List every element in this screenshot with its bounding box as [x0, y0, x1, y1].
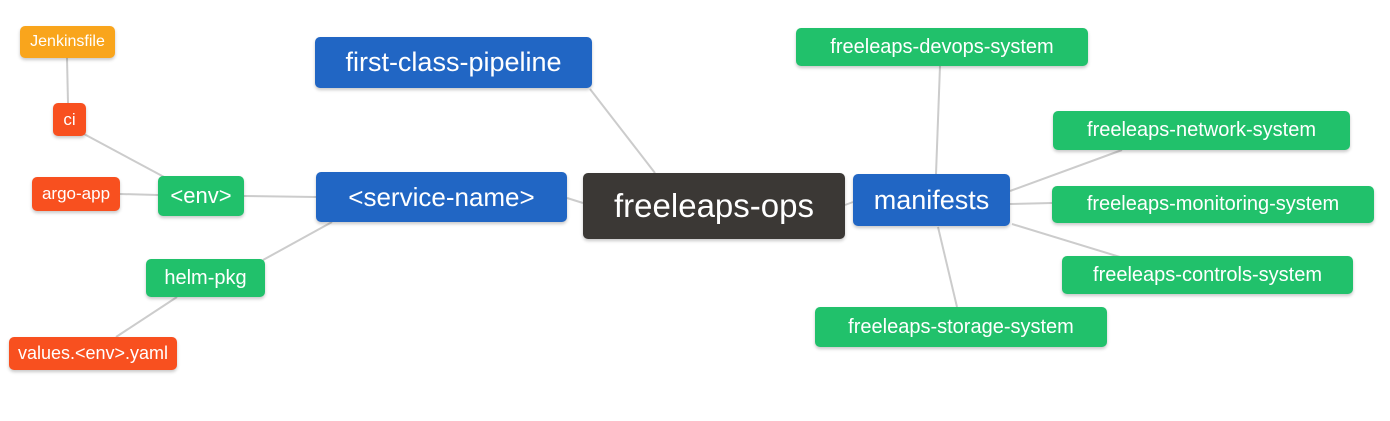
node-label: manifests [873, 184, 990, 215]
node-service-name[interactable]: <service-name> [316, 172, 567, 222]
node-freeleaps-controls-system[interactable]: freeleaps-controls-system [1062, 256, 1353, 294]
edge-manifests-to-freeleaps-controls-system [1011, 223, 1121, 258]
node-label: freeleaps-devops-system [830, 35, 1054, 58]
node-label: argo-app [41, 184, 111, 203]
edge-ci-to-env [83, 133, 167, 179]
node-freeleaps-devops-system[interactable]: freeleaps-devops-system [796, 28, 1088, 66]
edge-manifests-to-freeleaps-storage-system [937, 226, 958, 308]
edge-manifests-to-freeleaps-devops-system [935, 65, 941, 175]
edge-env-to-service-name [243, 195, 317, 198]
edge-service-name-to-freeleaps-ops [566, 197, 584, 204]
node-label: <env> [170, 183, 232, 208]
node-label: first-class-pipeline [345, 47, 562, 77]
edge-manifests-to-freeleaps-monitoring-system [1009, 202, 1053, 205]
node-label: ci [63, 109, 76, 129]
node-env[interactable]: <env> [158, 176, 244, 216]
node-label: freeleaps-network-system [1087, 119, 1316, 141]
node-manifests[interactable]: manifests [853, 174, 1010, 226]
node-label: Jenkinsfile [30, 33, 105, 50]
node-label: freeleaps-storage-system [848, 315, 1074, 338]
node-label: values.<env>.yaml [17, 343, 169, 363]
node-ci[interactable]: ci [53, 103, 86, 136]
node-jenkinsfile[interactable]: Jenkinsfile [20, 26, 115, 58]
node-values-env-yaml[interactable]: values.<env>.yaml [9, 337, 177, 370]
node-freeleaps-monitoring-system[interactable]: freeleaps-monitoring-system [1052, 186, 1374, 223]
node-freeleaps-ops[interactable]: freeleaps-ops [583, 173, 845, 239]
node-first-class-pipeline[interactable]: first-class-pipeline [315, 37, 592, 88]
node-label: <service-name> [348, 181, 535, 212]
node-label: freeleaps-controls-system [1093, 263, 1322, 286]
edge-service-name-to-helm-pkg [262, 221, 333, 261]
node-label: freeleaps-monitoring-system [1086, 193, 1340, 215]
edge-jenkinsfile-to-ci [66, 57, 69, 104]
node-freeleaps-storage-system[interactable]: freeleaps-storage-system [815, 307, 1107, 347]
node-label: helm-pkg [164, 266, 247, 289]
edge-helm-pkg-to-values-env-yaml [115, 296, 178, 338]
node-argo-app[interactable]: argo-app [32, 177, 120, 211]
edge-argo-app-to-env [119, 193, 159, 196]
node-freeleaps-network-system[interactable]: freeleaps-network-system [1053, 111, 1350, 150]
node-label: freeleaps-ops [614, 187, 814, 224]
edge-first-class-pipeline-to-freeleaps-ops [589, 88, 656, 174]
edge-manifests-to-freeleaps-network-system [1009, 149, 1123, 192]
node-helm-pkg[interactable]: helm-pkg [146, 259, 265, 297]
edge-freeleaps-ops-to-manifests [844, 201, 854, 206]
